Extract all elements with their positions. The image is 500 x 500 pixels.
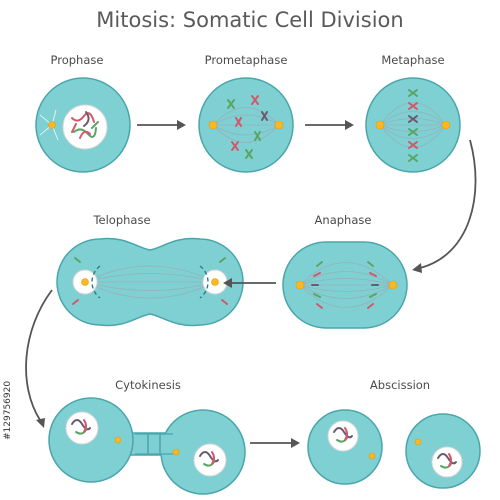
label-telophase: Telophase — [92, 213, 150, 227]
prometaphase-centrosome-left — [208, 120, 218, 130]
metaphase-centrosome-left — [375, 120, 385, 130]
label-abscission: Abscission — [370, 378, 430, 392]
arrow-metaphase-to-anaphase — [412, 139, 477, 273]
abscission-cells — [307, 409, 481, 489]
prometaphase-centrosome-right — [274, 120, 284, 130]
metaphase-centrosome-right — [441, 120, 451, 130]
label-metaphase: Metaphase — [381, 53, 444, 67]
metaphase-cell — [365, 77, 461, 173]
label-prophase: Prophase — [51, 53, 104, 67]
prophase-cell — [35, 77, 131, 173]
label-prometaphase: Prometaphase — [205, 53, 288, 67]
cytokinesis-cells — [48, 397, 246, 495]
telophase-cell — [56, 237, 244, 327]
arrow-prophase-to-prometaphase — [137, 120, 186, 130]
abscission-nucleus-left — [327, 420, 359, 452]
arrow-anaphase-to-telophase — [223, 278, 276, 288]
prophase-nucleus — [62, 104, 108, 150]
anaphase-centrosome-left — [295, 280, 305, 290]
telophase-centrosome-left — [81, 278, 89, 286]
arrow-telophase-to-cytokinesis — [25, 289, 53, 428]
anaphase-cell — [282, 241, 408, 329]
stock-id-watermark: #129756920 — [3, 381, 13, 440]
abscission-nucleus-right — [431, 446, 463, 478]
label-anaphase: Anaphase — [315, 213, 372, 227]
prometaphase-cell — [198, 77, 294, 173]
cytokinesis-nucleus-right — [193, 443, 227, 477]
anaphase-centrosome-right — [388, 280, 398, 290]
arrow-cytokinesis-to-abscission — [250, 438, 300, 448]
diagram-title: Mitosis: Somatic Cell Division — [96, 8, 403, 32]
cytokinesis-nucleus-left — [65, 411, 99, 445]
label-cytokinesis: Cytokinesis — [115, 378, 181, 392]
arrow-prometaphase-to-metaphase — [305, 120, 354, 130]
prophase-centrosome — [39, 109, 59, 141]
telophase-centrosome-right — [211, 278, 219, 286]
